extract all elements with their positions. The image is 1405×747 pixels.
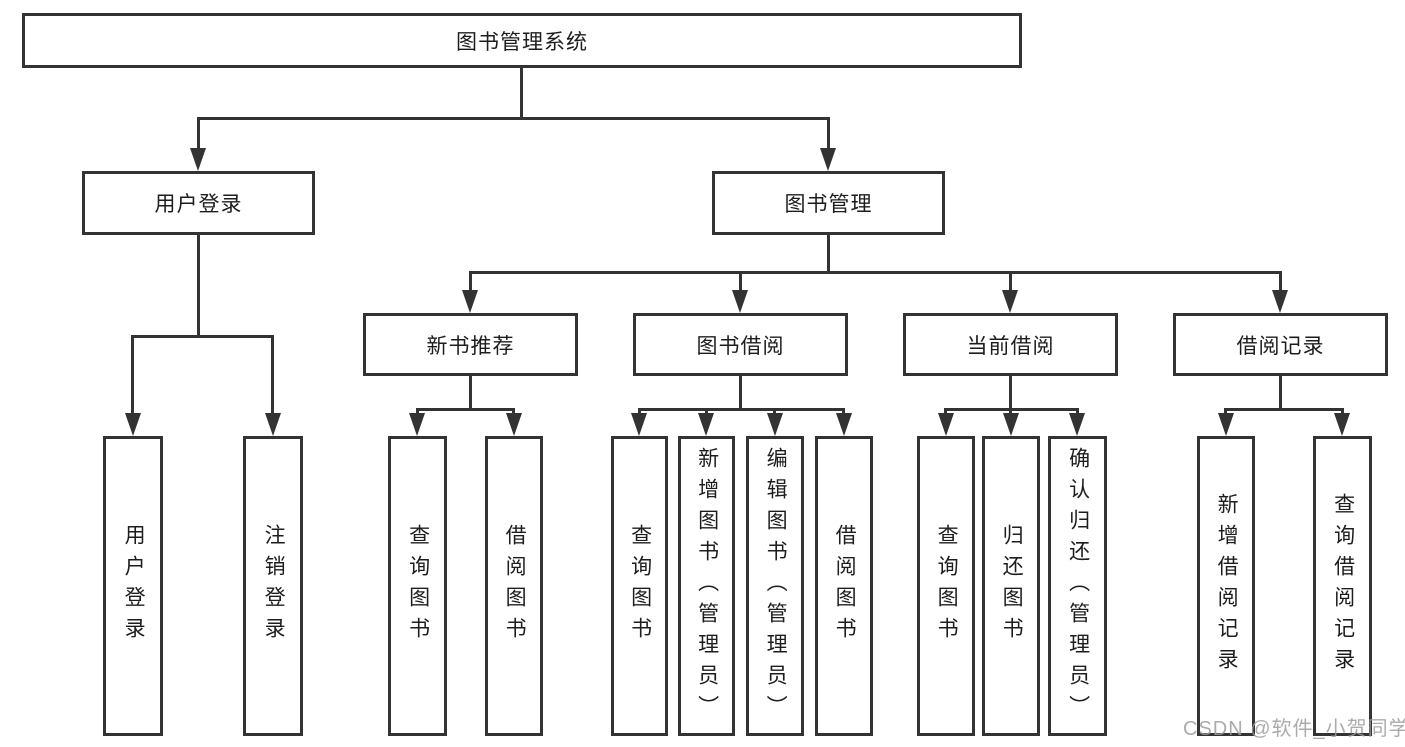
connector-line — [512, 408, 515, 417]
connector-line — [827, 235, 830, 274]
arrowhead-icon — [190, 148, 206, 171]
leaf-user-login: 用户登录 — [103, 436, 163, 736]
connector-line — [131, 335, 274, 338]
node-label: 用户登录 — [154, 193, 243, 216]
arrowhead-icon — [1069, 413, 1085, 436]
arrowhead-icon — [1272, 290, 1288, 313]
node-label: 当前借阅 — [966, 334, 1055, 358]
node-label: 编辑图书（管理员） — [764, 446, 788, 726]
leaf-query-books-current: 查询图书 — [917, 436, 975, 736]
node-label: 归还图书 — [1000, 524, 1024, 648]
node-library-system-root: 图书管理系统 — [22, 13, 1022, 68]
connector-line — [1279, 376, 1282, 411]
arrowhead-icon — [938, 413, 954, 436]
connector-line — [1279, 271, 1282, 293]
arrowhead-icon — [1218, 413, 1234, 436]
node-label: 查询图书 — [406, 524, 430, 648]
arrowhead-icon — [1334, 413, 1350, 436]
arrowhead-icon — [1002, 290, 1018, 313]
arrowhead-icon — [698, 413, 714, 436]
arrowhead-icon — [631, 413, 647, 436]
arrowhead-icon — [836, 413, 852, 436]
arrowhead-icon — [820, 148, 836, 171]
leaf-borrow-books-borrowing: 借阅图书 — [815, 436, 873, 736]
node-label: 新增图书（管理员） — [695, 446, 719, 726]
node-new-book-recommend: 新书推荐 — [363, 313, 578, 376]
node-borrowing-records: 借阅记录 — [1173, 313, 1388, 376]
connector-line — [197, 235, 200, 338]
node-label: 注销登录 — [262, 524, 286, 648]
node-label: 图书管理系统 — [456, 30, 588, 54]
node-label: 新增借阅记录 — [1215, 493, 1239, 679]
connector-line — [197, 117, 200, 153]
node-user-login: 用户登录 — [82, 171, 315, 235]
connector-line — [739, 271, 742, 293]
connector-line — [1224, 408, 1344, 411]
connector-line — [1076, 408, 1079, 417]
connector-line — [416, 408, 515, 411]
connector-line — [469, 271, 1282, 274]
connector-line — [1341, 408, 1344, 417]
node-label: 查询图书 — [628, 524, 652, 648]
node-label: 查询借阅记录 — [1331, 493, 1355, 679]
connector-line — [197, 117, 830, 120]
connector-line — [469, 271, 472, 293]
csdn-watermark: CSDN @软件_小贺同学 — [1183, 718, 1405, 740]
arrowhead-icon — [462, 290, 478, 313]
node-label: 借阅图书 — [503, 524, 527, 648]
connector-line — [271, 335, 274, 418]
node-label: 用户登录 — [122, 524, 146, 648]
leaf-add-books-admin: 新增图书（管理员） — [678, 436, 735, 736]
leaf-edit-books-admin: 编辑图书（管理员） — [746, 436, 804, 736]
leaf-confirm-return-admin: 确认归还（管理员） — [1048, 436, 1107, 736]
leaf-borrow-books-recommend: 借阅图书 — [485, 436, 543, 736]
node-label: 新书推荐 — [426, 334, 515, 358]
leaf-query-books-borrowing: 查询图书 — [611, 436, 668, 736]
connector-line — [469, 376, 472, 411]
connector-line — [842, 408, 845, 417]
arrowhead-icon — [265, 413, 281, 436]
connector-line — [773, 408, 776, 417]
connector-line — [638, 408, 641, 417]
leaf-return-books: 归还图书 — [982, 436, 1040, 736]
node-label: 图书借阅 — [696, 334, 785, 358]
connector-line — [827, 117, 830, 153]
connector-line — [739, 376, 742, 411]
node-label: 借阅图书 — [833, 524, 857, 648]
connector-line — [1009, 376, 1012, 411]
connector-line — [1009, 408, 1012, 417]
connector-line — [705, 408, 708, 417]
connector-line — [520, 68, 523, 120]
node-label: 确认归还（管理员） — [1066, 446, 1090, 726]
connector-line — [131, 335, 134, 418]
arrowhead-icon — [125, 413, 141, 436]
node-label: 图书管理 — [784, 193, 873, 216]
node-book-management: 图书管理 — [712, 171, 945, 235]
arrowhead-icon — [1003, 413, 1019, 436]
leaf-query-books-recommend: 查询图书 — [388, 436, 447, 736]
arrowhead-icon — [506, 413, 522, 436]
connector-line — [1009, 271, 1012, 293]
connector-line — [944, 408, 947, 417]
node-book-borrowing: 图书借阅 — [633, 313, 848, 376]
arrowhead-icon — [767, 413, 783, 436]
node-current-borrowing: 当前借阅 — [903, 313, 1118, 376]
node-label: 查询图书 — [935, 524, 959, 648]
node-label: 借阅记录 — [1236, 334, 1325, 358]
leaf-add-borrow-record: 新增借阅记录 — [1197, 436, 1255, 736]
connector-line — [416, 408, 419, 417]
connector-line — [1224, 408, 1227, 417]
leaf-logout: 注销登录 — [243, 436, 303, 736]
connector-line — [638, 408, 845, 411]
leaf-query-borrow-record: 查询借阅记录 — [1313, 436, 1372, 736]
arrowhead-icon — [732, 290, 748, 313]
arrowhead-icon — [409, 413, 425, 436]
